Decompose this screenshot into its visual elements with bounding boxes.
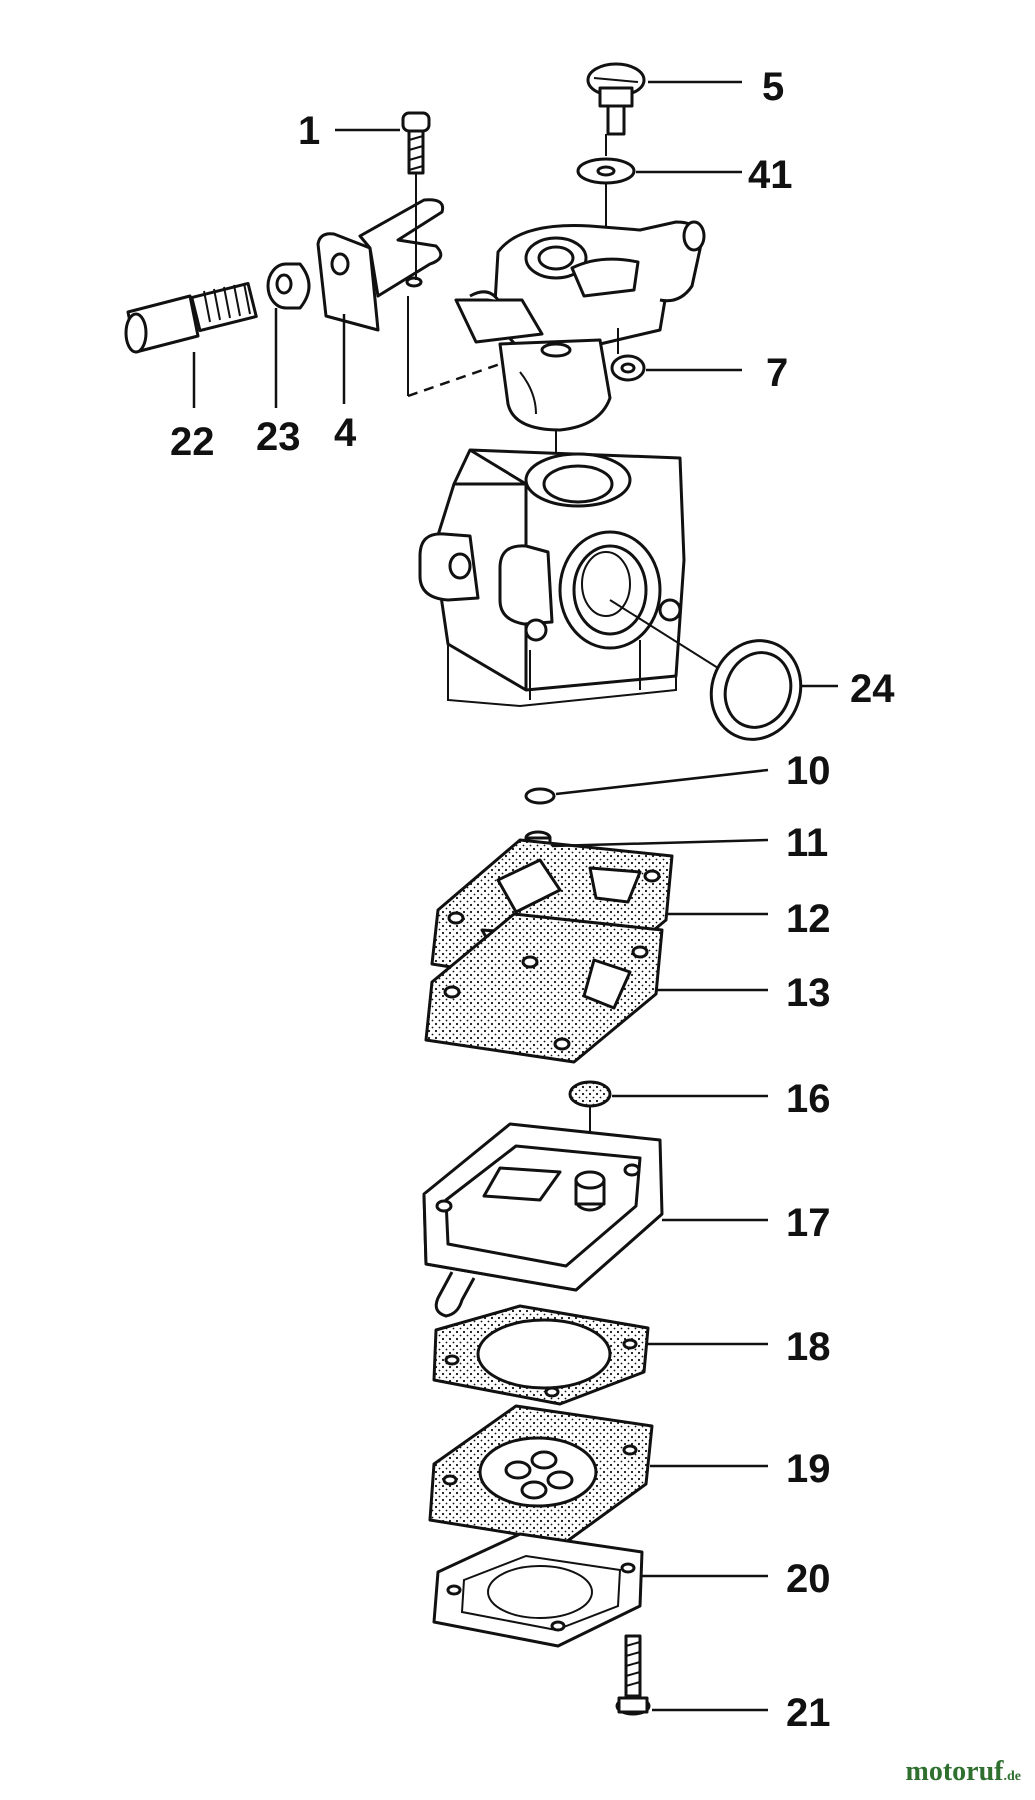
part-nut-7	[610, 354, 646, 382]
part-screw-5	[586, 62, 646, 136]
callout-10: 10	[786, 749, 831, 793]
callout-1: 1	[298, 109, 320, 153]
leader-lines	[192, 80, 838, 1712]
callout-20: 20	[786, 1557, 831, 1601]
part-washer-41	[576, 157, 636, 185]
callout-21: 21	[786, 1691, 831, 1735]
part-screw-1	[401, 111, 431, 175]
part-screw-21	[615, 1634, 651, 1716]
part-pump-body-17	[422, 1122, 664, 1318]
callout-24: 24	[850, 667, 895, 711]
callout-7: 7	[766, 351, 788, 395]
part-bracket-4	[316, 198, 445, 332]
callout-12: 12	[786, 897, 831, 941]
callout-18: 18	[786, 1325, 831, 1369]
part-diaphragm-19	[428, 1404, 654, 1544]
part-nut-23	[266, 262, 311, 310]
watermark-tld: .de	[1003, 1769, 1022, 1784]
callout-17: 17	[786, 1201, 831, 1245]
part-diaphragm-13	[424, 912, 664, 1064]
callout-16: 16	[786, 1077, 831, 1121]
part-cover-20	[432, 1532, 644, 1648]
part-throttle-assembly	[454, 220, 706, 432]
callout-41: 41	[748, 153, 793, 197]
part-oring-24	[609, 599, 803, 741]
part-carburetor-body	[418, 448, 686, 708]
callout-22: 22	[170, 420, 215, 464]
callout-19: 19	[786, 1447, 831, 1491]
part-gasket-18	[432, 1304, 650, 1406]
watermark-logo: motoruf.de	[906, 1756, 1021, 1788]
callout-labels: 1 5 41 22 23 4 7 24 10 11 12 13 16 17 18…	[170, 65, 895, 1735]
callout-13: 13	[786, 971, 831, 1015]
callout-23: 23	[256, 415, 301, 459]
part-adjust-screw-22	[124, 281, 258, 354]
callout-5: 5	[762, 65, 784, 109]
callout-4: 4	[334, 411, 357, 455]
callout-11: 11	[786, 821, 828, 865]
watermark-brand: motoruf	[905, 1756, 1004, 1787]
part-ring-10	[524, 787, 556, 805]
